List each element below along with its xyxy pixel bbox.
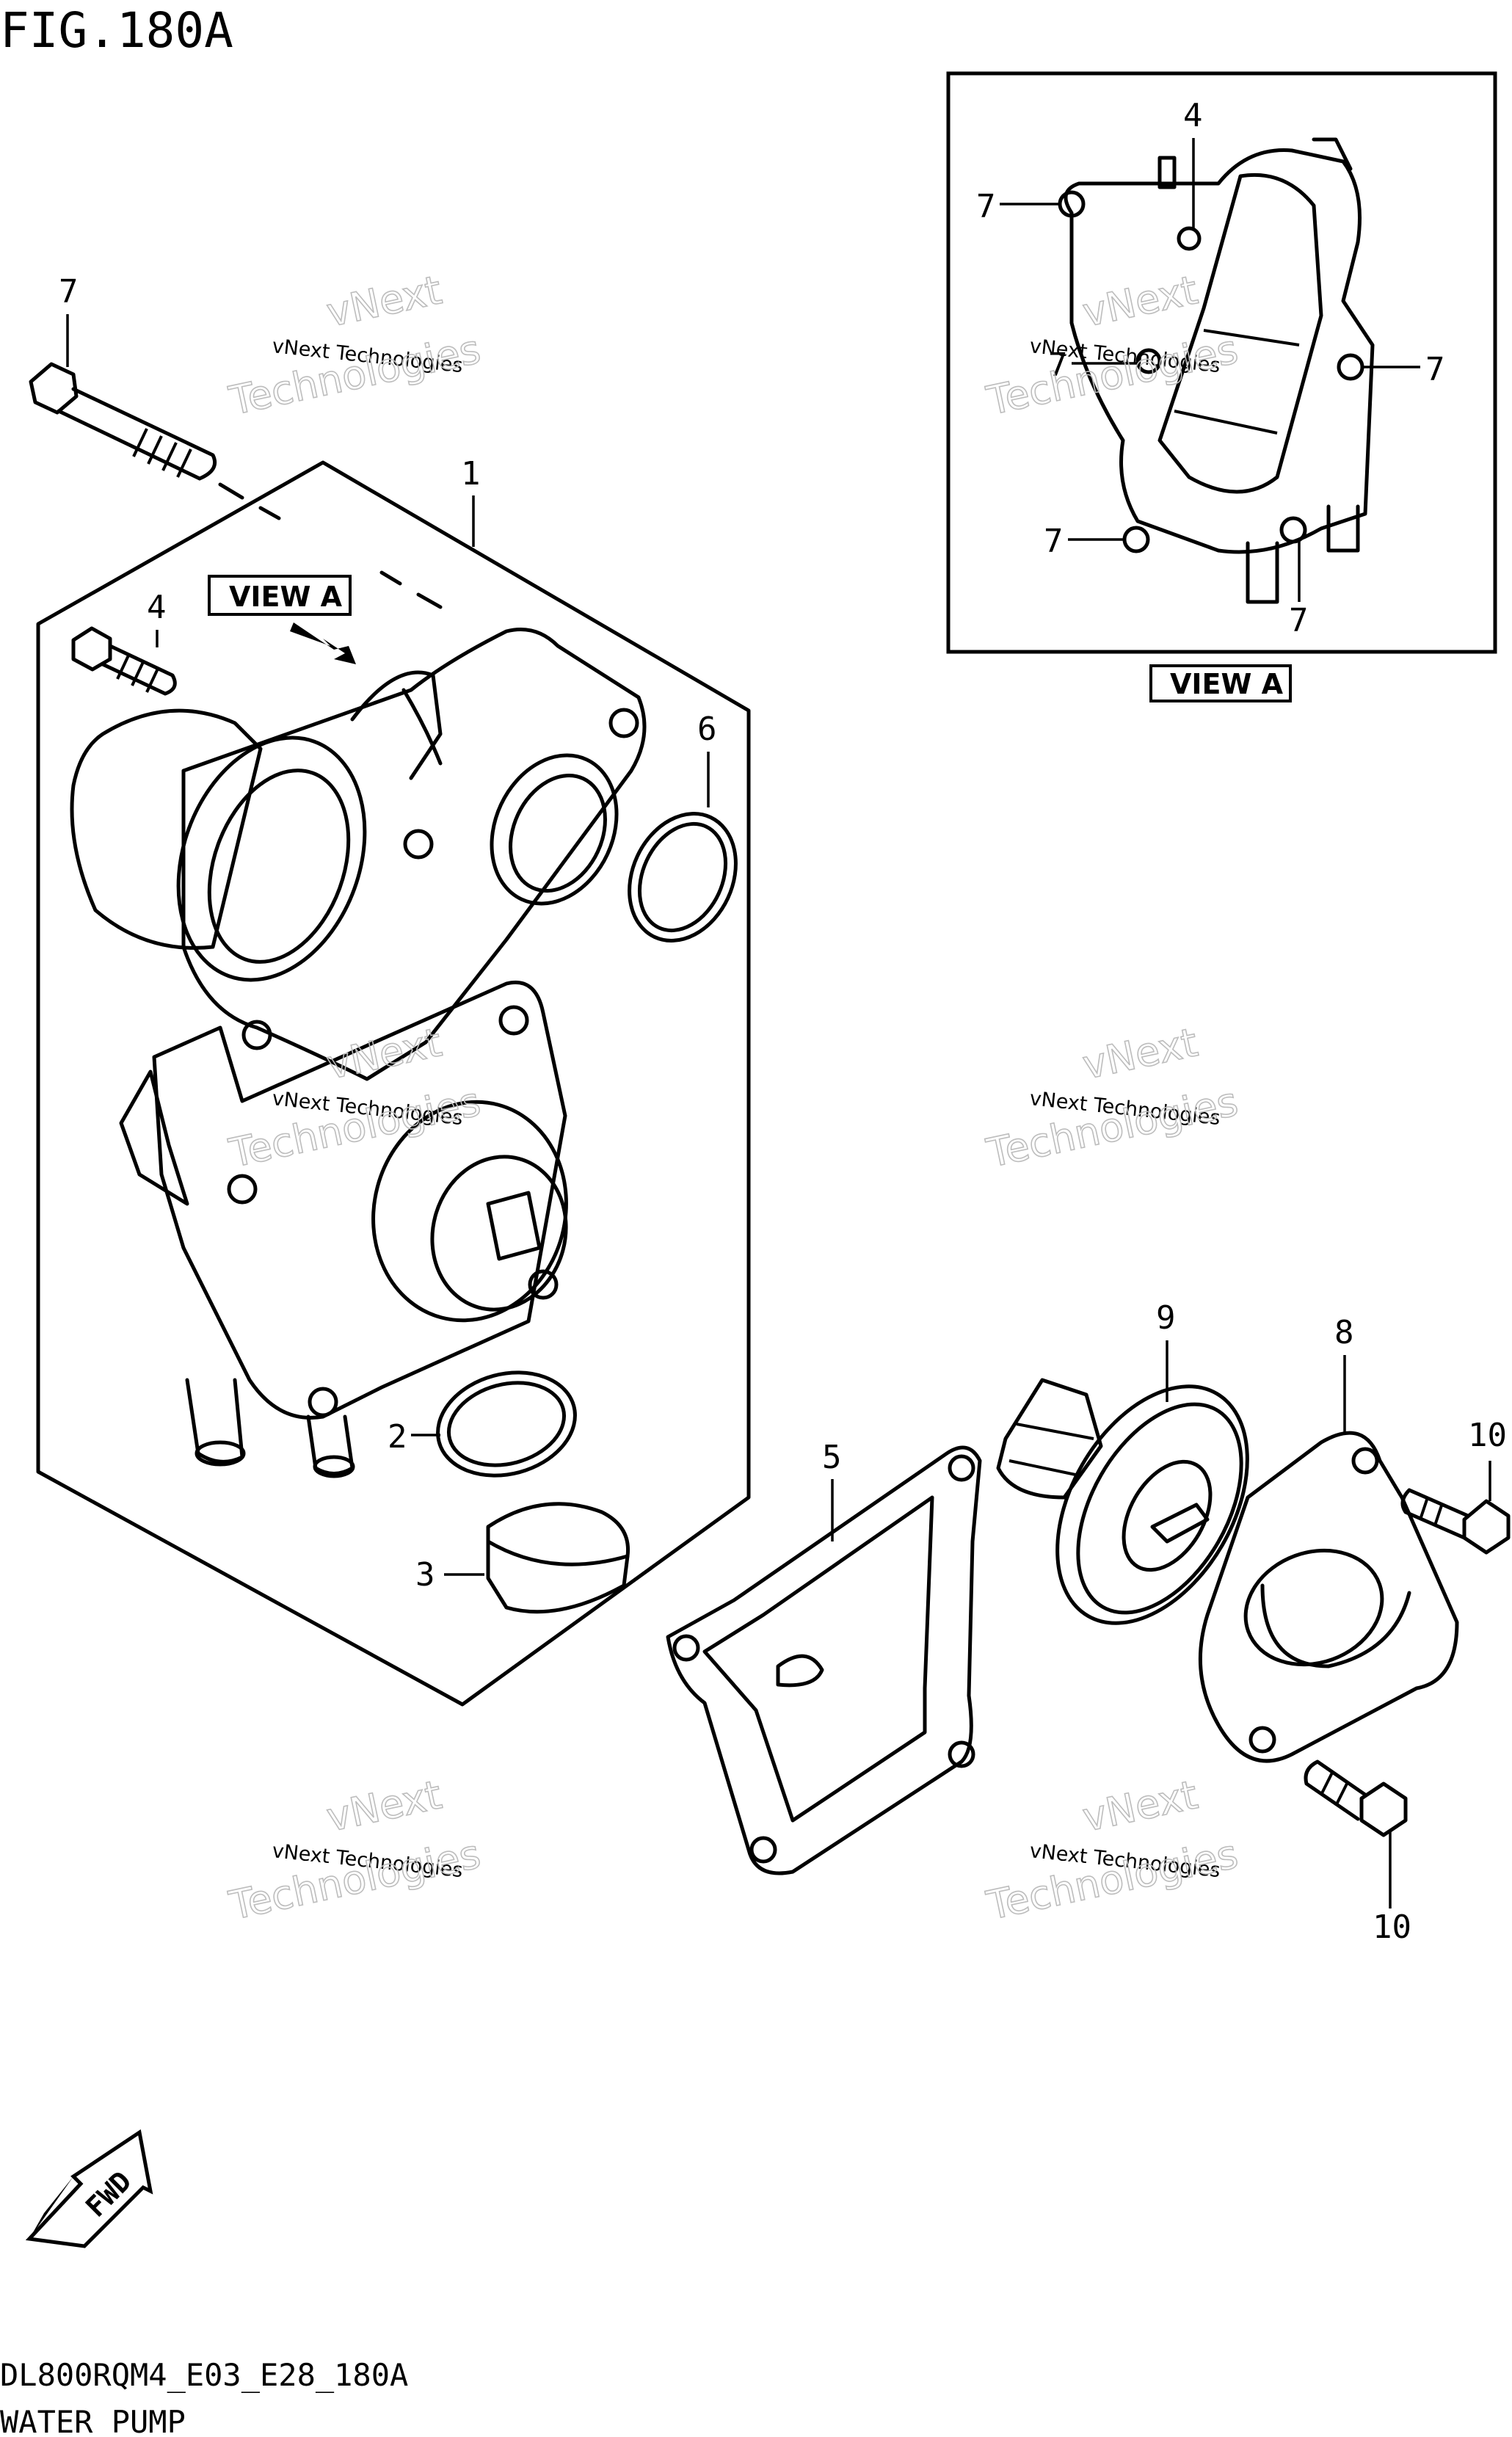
svg-text:7: 7 (976, 188, 996, 225)
svg-text:vNext: vNext (323, 1771, 446, 1840)
thermostat-9: 9 (996, 1299, 1249, 1625)
svg-text:1: 1 (461, 455, 481, 493)
svg-text:Technologies: Technologies (225, 1831, 484, 1929)
svg-text:9: 9 (1156, 1299, 1176, 1337)
cap-3: 3 (415, 1502, 630, 1614)
svg-text:4: 4 (1183, 97, 1203, 134)
svg-text:5: 5 (822, 1439, 842, 1476)
assembly-outline (36, 460, 751, 1707)
svg-text:3: 3 (415, 1556, 435, 1594)
svg-text:7: 7 (1044, 523, 1064, 560)
inset-callouts: 4 7 7 7 7 7 (976, 97, 1445, 639)
svg-text:10: 10 (1373, 1908, 1411, 1946)
svg-text:Technologies: Technologies (983, 326, 1242, 424)
svg-text:vNext: vNext (1079, 1019, 1202, 1088)
footer-code: DL800RQM4_E03_E28_180A (0, 2357, 408, 2393)
watermark-5: vNext Technologies vNext Technologies (225, 1770, 485, 1929)
svg-text:vNext: vNext (1079, 266, 1202, 335)
svg-text:7: 7 (59, 273, 79, 310)
svg-text:7: 7 (1048, 346, 1068, 384)
svg-text:vNext: vNext (323, 266, 446, 335)
bolt-10-right: 10 (1400, 1417, 1511, 1555)
footer-name: WATER PUMP (0, 2404, 186, 2437)
watermark-4: vNext Technologies vNext Technologies (982, 1018, 1243, 1177)
water-pump-housing (70, 628, 647, 1478)
svg-text:10: 10 (1468, 1417, 1507, 1454)
view-a-label-right: VIEW A (1149, 664, 1292, 702)
watermark-1: vNext Technologies vNext Technologies (225, 266, 485, 424)
o-ring-6: 6 (628, 711, 738, 943)
svg-text:7: 7 (1289, 602, 1309, 639)
svg-text:8: 8 (1334, 1314, 1354, 1351)
svg-text:VIEW A: VIEW A (1170, 668, 1284, 700)
svg-text:Technologies: Technologies (983, 1078, 1242, 1177)
svg-text:Technologies: Technologies (983, 1831, 1242, 1929)
bolt-4-left: 4 (71, 589, 177, 696)
svg-text:2: 2 (388, 1418, 407, 1456)
view-a-label-left: VIEW A (208, 575, 356, 664)
svg-text:VIEW A: VIEW A (229, 581, 343, 613)
watermark-6: vNext Technologies vNext Technologies (982, 1770, 1243, 1929)
svg-text:vNext: vNext (1079, 1771, 1202, 1840)
watermark-3: vNext Technologies vNext Technologies (225, 1018, 485, 1177)
watermark-2: vNext Technologies vNext Technologies (982, 266, 1243, 424)
svg-text:Technologies: Technologies (225, 326, 484, 424)
callout-1: 1 (461, 455, 481, 547)
o-ring-2: 2 (388, 1370, 577, 1478)
thermostat-cover-8: 8 (1198, 1314, 1459, 1763)
bolt-7-top-left: 7 (29, 273, 217, 481)
bolt-10-bottom: 10 (1304, 1759, 1411, 1946)
fwd-arrow: FWD (25, 2129, 153, 2248)
svg-text:4: 4 (147, 589, 167, 626)
svg-text:vNext: vNext (323, 1019, 446, 1088)
svg-text:6: 6 (697, 711, 717, 748)
gasket-5: 5 (666, 1439, 982, 1875)
svg-text:7: 7 (1425, 351, 1445, 388)
figure-title: FIG.180A (0, 2, 233, 59)
